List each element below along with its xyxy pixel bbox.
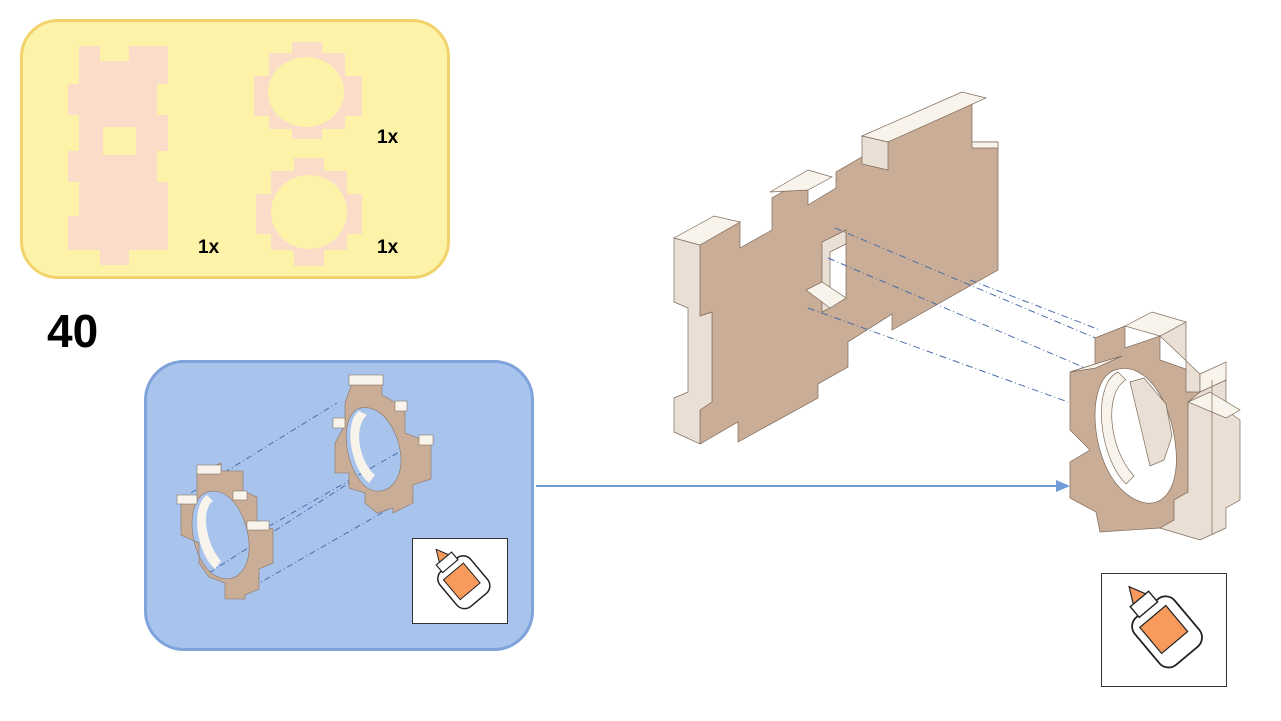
- subassembly-drawing: [176, 374, 434, 600]
- quantity-label-base-plate: 1x: [198, 237, 220, 258]
- subassembly-panel: [144, 360, 534, 651]
- front-gear-ring: [176, 462, 274, 600]
- main-assembly-drawing: [673, 91, 1241, 541]
- gear-ring-part-1: [254, 42, 362, 139]
- assembly-arrow: [536, 480, 1070, 492]
- alignment-guide-lines-main: [807, 227, 1101, 403]
- quantity-label-gear-2: 1x: [377, 237, 399, 258]
- quantity-label-gear-1: 1x: [377, 127, 399, 148]
- base-plate-part: [68, 46, 168, 265]
- parts-list-panel: 1x 1x 1x: [20, 19, 450, 279]
- rear-gear-ring: [332, 374, 434, 514]
- base-plate-3d: [673, 91, 999, 445]
- gear-ring-part-2: [256, 158, 362, 266]
- parts-flat-drawings: [68, 42, 362, 266]
- glue-bottle-icon: [1128, 585, 1203, 669]
- glue-tool-box-subassembly: [412, 538, 508, 624]
- gear-ring-assembly-3d: [1069, 311, 1241, 541]
- glue-bottle-icon: [435, 548, 491, 610]
- step-number: 40: [47, 305, 99, 357]
- glue-tool-box-main: [1101, 573, 1227, 687]
